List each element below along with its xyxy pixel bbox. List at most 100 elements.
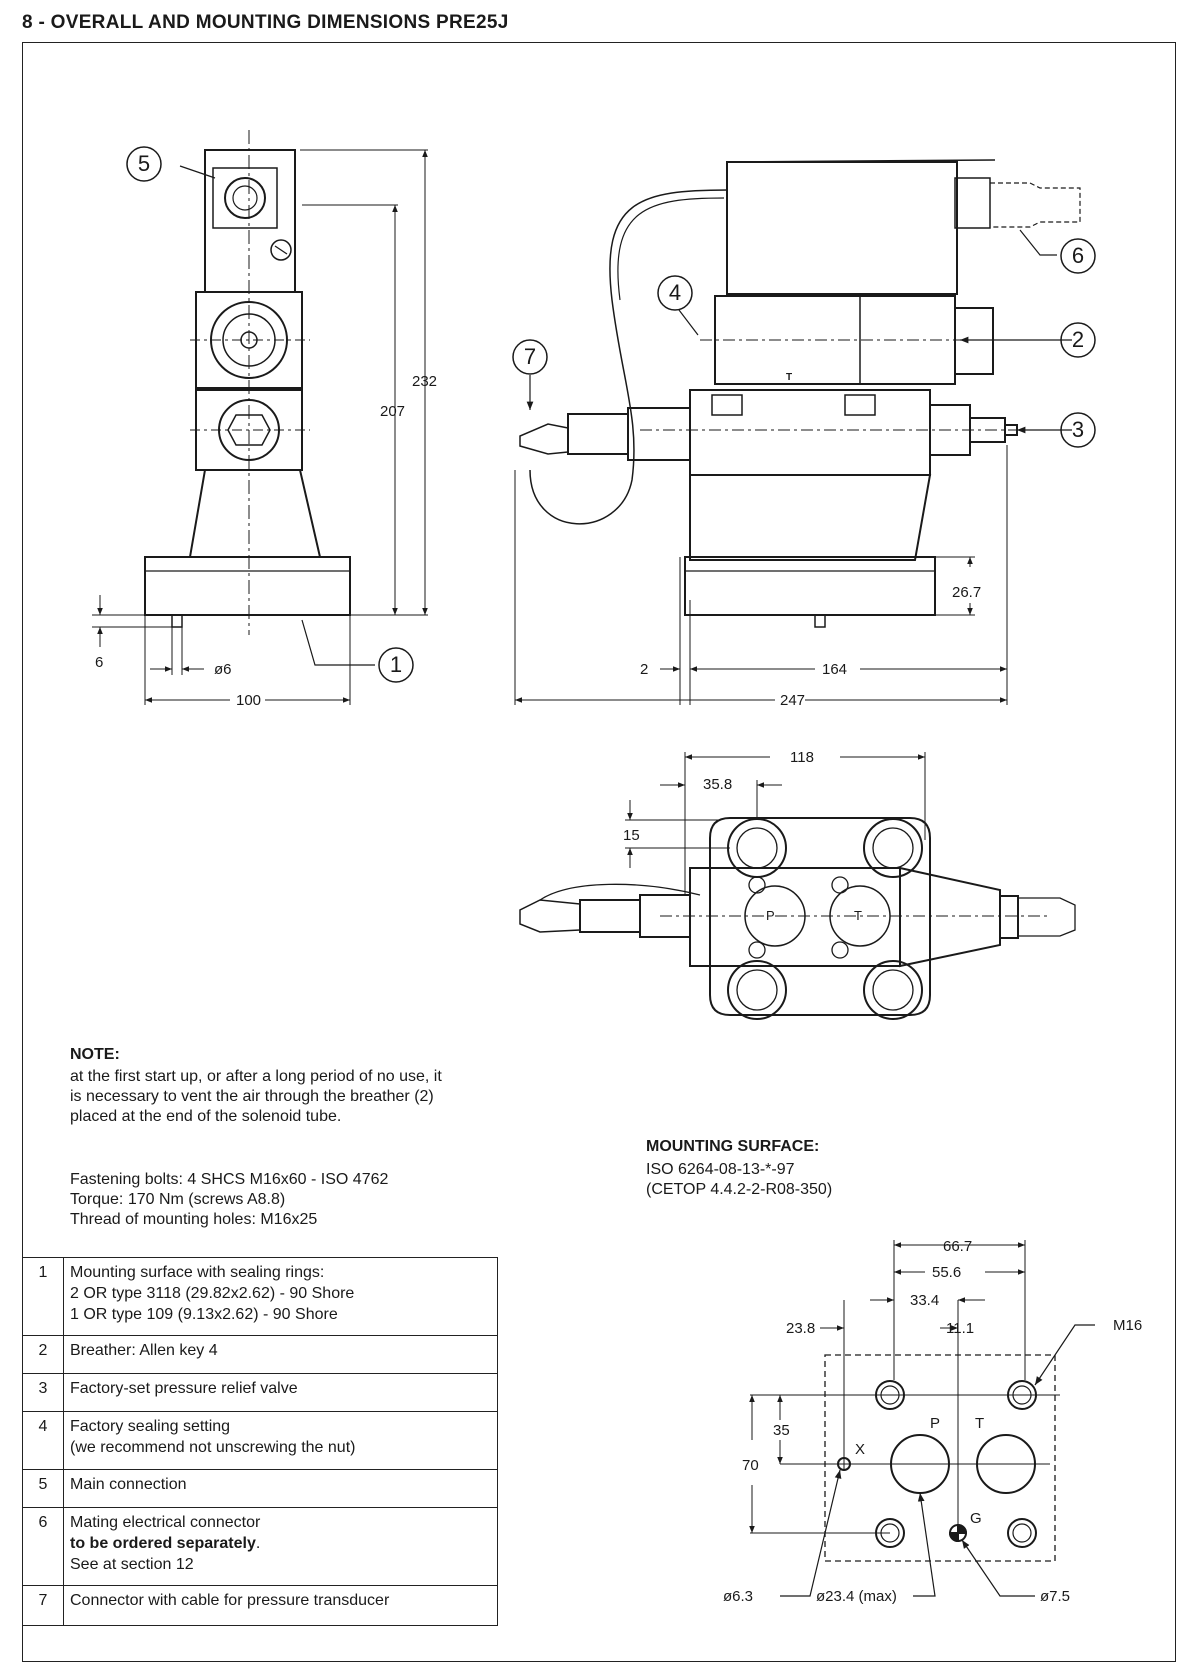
top-view-labels: 118 35.8 15 P T <box>623 749 862 923</box>
dim-55-6: 55.6 <box>932 1264 961 1281</box>
fastening-line: Thread of mounting holes: M16x25 <box>70 1211 318 1228</box>
dim-11-1: 11.1 <box>946 1320 974 1337</box>
side-view-labels: 232 207 6 ø6 100 5 1 <box>95 151 437 709</box>
port-x-label: X <box>855 1441 865 1458</box>
side-view <box>92 130 428 705</box>
legend-table: 1 Mounting surface with sealing rings: 2… <box>22 1257 498 1626</box>
legend-desc: Factory-set pressure relief valve <box>63 1373 498 1412</box>
legend-num: 1 <box>22 1257 64 1336</box>
dim-23-8: 23.8 <box>786 1320 815 1337</box>
dim-70: 70 <box>742 1457 759 1474</box>
mounting-surface-title: MOUNTING SURFACE: <box>646 1138 820 1155</box>
legend-row: 5 Main connection <box>22 1469 498 1508</box>
legend-text: Connector with cable for pressure transd… <box>70 1592 390 1609</box>
legend-num: 4 <box>22 1411 64 1470</box>
legend-text: Factory sealing setting <box>70 1418 231 1435</box>
standard-line: ISO 6264-08-13-*-97 <box>646 1161 795 1178</box>
legend-row: 2 Breather: Allen key 4 <box>22 1335 498 1374</box>
legend-desc: Mounting surface with sealing rings: 2 O… <box>63 1257 498 1336</box>
callout-5-circle <box>126 146 162 182</box>
note-line: placed at the end of the solenoid tube. <box>70 1108 342 1125</box>
dim-100: 100 <box>236 692 261 709</box>
dim-118: 118 <box>790 749 814 766</box>
dim-33-4: 33.4 <box>910 1292 939 1309</box>
fastening-line: Torque: 170 Nm (screws A8.8) <box>70 1191 286 1208</box>
dim-66-7: 66.7 <box>943 1238 972 1255</box>
legend-desc: Main connection <box>63 1469 498 1508</box>
legend-text: Mounting surface with sealing rings: <box>70 1264 325 1281</box>
note-body: at the first start up, or after a long p… <box>70 1067 520 1127</box>
mounting-surface-labels: 66.7 55.6 33.4 23.8 11.1 35 70 M16 ø6.3 … <box>723 1238 1142 1605</box>
fastening-info: Fastening bolts: 4 SHCS M16x60 - ISO 476… <box>70 1170 388 1230</box>
legend-row: 6 Mating electrical connector to be orde… <box>22 1507 498 1586</box>
legend-text-bold: to be ordered separately <box>70 1535 256 1552</box>
dim-phi6: ø6 <box>214 661 232 678</box>
mounting-surface-standard: ISO 6264-08-13-*-97 (CETOP 4.4.2-2-R08-3… <box>646 1160 832 1200</box>
callout-7: 7 <box>524 344 536 369</box>
legend-num: 5 <box>22 1469 64 1508</box>
legend-row: 1 Mounting surface with sealing rings: 2… <box>22 1257 498 1336</box>
legend-desc: Breather: Allen key 4 <box>63 1335 498 1374</box>
legend-num: 6 <box>22 1507 64 1586</box>
callout-5: 5 <box>138 151 150 176</box>
dim-164: 164 <box>822 661 847 678</box>
dim-phi23-4: ø23.4 (max) <box>816 1588 897 1605</box>
dim-35-8: 35.8 <box>703 776 732 793</box>
callout-1-circle <box>378 647 414 683</box>
dim-35: 35 <box>773 1422 790 1439</box>
port-g-label: G <box>970 1510 982 1527</box>
callout-4: 4 <box>669 280 681 305</box>
port-p-label: P <box>930 1415 940 1432</box>
legend-text: See at section 12 <box>70 1556 194 1573</box>
legend-desc: Factory sealing setting (we recommend no… <box>63 1411 498 1470</box>
main-connection-icon <box>224 177 266 219</box>
legend-row: 3 Factory-set pressure relief valve <box>22 1373 498 1412</box>
legend-desc: Connector with cable for pressure transd… <box>63 1585 498 1626</box>
legend-text: Main connection <box>70 1476 187 1493</box>
standard-line: (CETOP 4.4.2-2-R08-350) <box>646 1181 833 1198</box>
note-title: NOTE: <box>70 1046 120 1063</box>
port-t-label: T <box>975 1415 984 1432</box>
dim-phi7-5: ø7.5 <box>1040 1588 1070 1605</box>
legend-num: 2 <box>22 1335 64 1374</box>
dim-m16: M16 <box>1113 1317 1142 1334</box>
dim-26-7: 26.7 <box>952 584 981 601</box>
dim-232: 232 <box>412 373 437 390</box>
dim-207: 207 <box>380 403 405 420</box>
legend-text: . <box>255 1535 261 1552</box>
callout-3-circle <box>1060 412 1096 448</box>
dim-6: 6 <box>95 654 103 671</box>
legend-text: Factory-set pressure relief valve <box>70 1380 298 1397</box>
note-line: is necessary to vent the air through the… <box>70 1088 434 1105</box>
callout-6: 6 <box>1072 243 1084 268</box>
top-port-t: T <box>854 908 862 923</box>
legend-text: 1 OR type 109 (9.13x2.62) - 90 Shore <box>70 1306 338 1323</box>
top-port-p: P <box>766 908 775 923</box>
mounting-surface-diagram <box>749 1240 1095 1597</box>
front-view-labels: 26.7 2 164 247 T 6 2 3 4 7 <box>524 243 1084 709</box>
callout-1: 1 <box>390 652 402 677</box>
front-view <box>512 159 1096 705</box>
callout-3: 3 <box>1072 417 1084 442</box>
legend-num: 3 <box>22 1373 64 1412</box>
callout-2: 2 <box>1072 327 1084 352</box>
legend-row: 7 Connector with cable for pressure tran… <box>22 1585 498 1626</box>
top-view <box>519 752 1076 1020</box>
note-line: at the first start up, or after a long p… <box>70 1068 442 1085</box>
legend-row: 4 Factory sealing setting (we recommend … <box>22 1411 498 1470</box>
legend-num: 7 <box>22 1585 64 1626</box>
legend-text: Breather: Allen key 4 <box>70 1342 218 1359</box>
drawing-frame <box>22 42 1176 1662</box>
callout-2-circle <box>1060 322 1096 358</box>
port-label-t: T <box>786 372 792 383</box>
callout-7-circle <box>512 339 548 375</box>
dim-2: 2 <box>640 661 648 678</box>
dim-247: 247 <box>780 692 805 709</box>
dim-phi6-3: ø6.3 <box>723 1588 753 1605</box>
fastening-line: Fastening bolts: 4 SHCS M16x60 - ISO 476… <box>70 1171 389 1188</box>
callout-6-circle <box>1060 238 1096 274</box>
legend-text: Mating electrical connector <box>70 1514 261 1531</box>
legend-desc: Mating electrical connector to be ordere… <box>63 1507 498 1586</box>
callout-4-circle <box>657 275 693 311</box>
